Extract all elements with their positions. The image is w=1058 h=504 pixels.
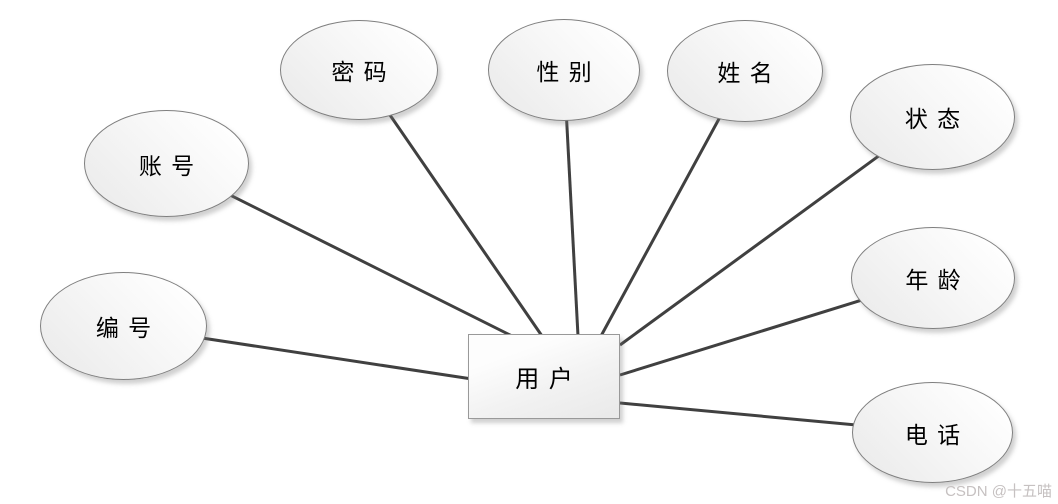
attribute-label: 姓名 bbox=[717, 61, 782, 86]
attribute-label: 密码 bbox=[331, 60, 396, 85]
attribute-ellipse-account: 账号 bbox=[84, 110, 249, 217]
attribute-ellipse-age: 年龄 bbox=[851, 227, 1015, 329]
attribute-label: 状态 bbox=[904, 107, 970, 132]
entity-box-user: 用户 bbox=[468, 334, 620, 419]
attribute-ellipse-gender: 性别 bbox=[488, 19, 640, 121]
csdn-watermark: CSDN @十五喵 bbox=[945, 483, 1052, 500]
attribute-label: 性别 bbox=[536, 60, 601, 85]
attribute-ellipse-password: 密码 bbox=[280, 20, 438, 120]
attribute-ellipse-status: 状态 bbox=[850, 64, 1015, 170]
attribute-label: 账号 bbox=[138, 153, 204, 179]
entity-label: 用户 bbox=[515, 367, 583, 393]
attribute-ellipse-name: 姓名 bbox=[667, 20, 823, 122]
attribute-label: 编号 bbox=[95, 316, 161, 341]
attribute-ellipse-phone: 电话 bbox=[852, 382, 1013, 483]
attribute-label: 电话 bbox=[904, 422, 970, 448]
attribute-label: 年龄 bbox=[905, 268, 970, 293]
attribute-ellipse-number: 编号 bbox=[40, 272, 207, 380]
